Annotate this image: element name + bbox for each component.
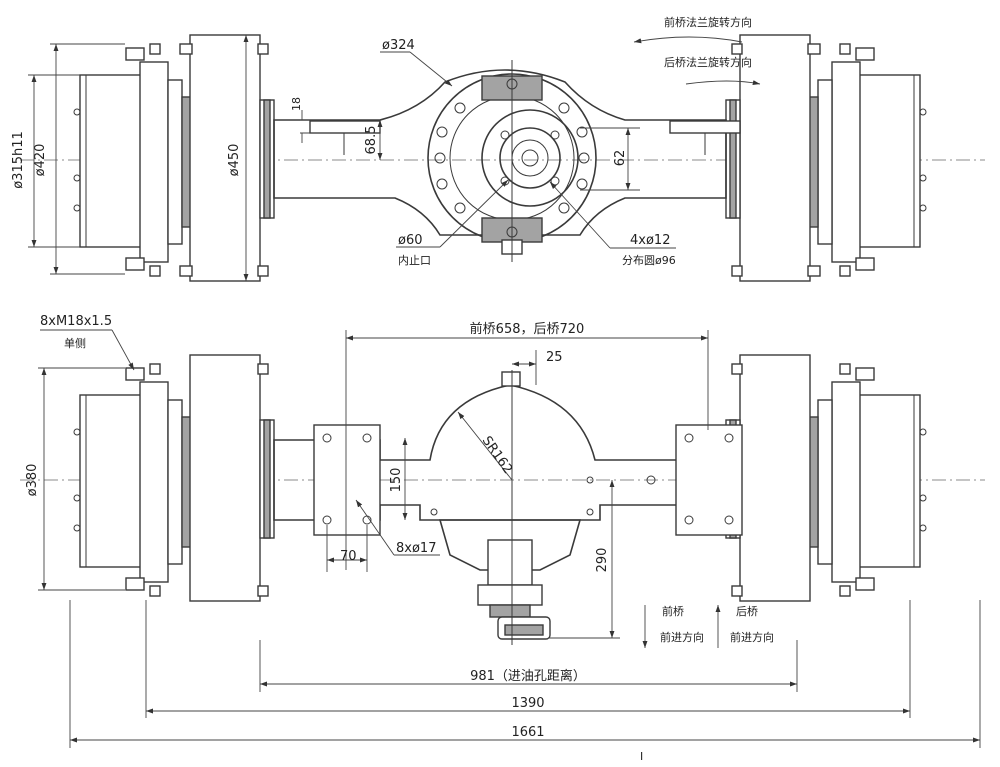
dim-62: 62 [613,150,628,167]
bottom-mark: I [640,750,643,763]
holes-pcd: 分布圆ø96 [622,254,676,267]
top-view: ø420 ø315h11 ø450 ø324 18 68.5 62 ø60 内止… [11,15,985,282]
dim-d420: ø420 [33,144,48,177]
front-axle-label: 前桥 [662,604,684,618]
left-hub-top [73,34,275,282]
right-hub-front [725,354,927,602]
holes-4x12: 4xø12 [630,233,670,248]
dim-1390: 1390 [511,696,544,711]
right-hub-top [725,34,927,282]
dim-70: 70 [340,549,357,564]
bolts-label: 8xM18x1.5 [40,314,112,329]
right-mount-plate [675,424,743,536]
axle-housing-front [273,384,727,521]
holes-8x17: 8xø17 [396,541,436,556]
dim-d380: ø380 [25,464,40,497]
overall-dimensions: 981（进油孔距离） 1390 1661 I [69,600,981,763]
dim-68-5: 68.5 [364,126,379,155]
dim-sr162: SR162 [479,434,515,477]
rear-axle-label: 后桥 [736,605,758,618]
dim-d450: ø450 [227,144,242,177]
dim-d315h11: ø315h11 [11,131,26,189]
span-label: 前桥658，后桥720 [470,321,585,337]
front-view: 8xM18x1.5 单侧 ø380 前桥658，后桥720 25 SR162 1… [20,314,985,648]
flange-rotation-rear: 后桥法兰旋转方向 [664,55,752,69]
dim-290: 290 [595,548,610,573]
dim-1661: 1661 [511,725,544,740]
rear-forward-label: 前进方向 [730,630,774,644]
dim-25: 25 [546,350,563,365]
dim-981: 981（进油孔距离） [470,668,586,684]
dim-d324: ø324 [382,38,415,53]
dim-d60-note: 内止口 [398,253,431,267]
bolts-note: 单侧 [64,337,86,350]
axle-housing-top [273,69,727,236]
left-hub-front [73,354,275,602]
carrier-lower [438,519,582,571]
dim-d60: ø60 [398,233,423,248]
left-mount-plate [313,424,381,536]
front-forward-label: 前进方向 [660,630,704,644]
dim-18: 18 [290,97,303,111]
flange-rotation-front: 前桥法兰旋转方向 [664,15,752,29]
dim-150: 150 [389,468,404,493]
